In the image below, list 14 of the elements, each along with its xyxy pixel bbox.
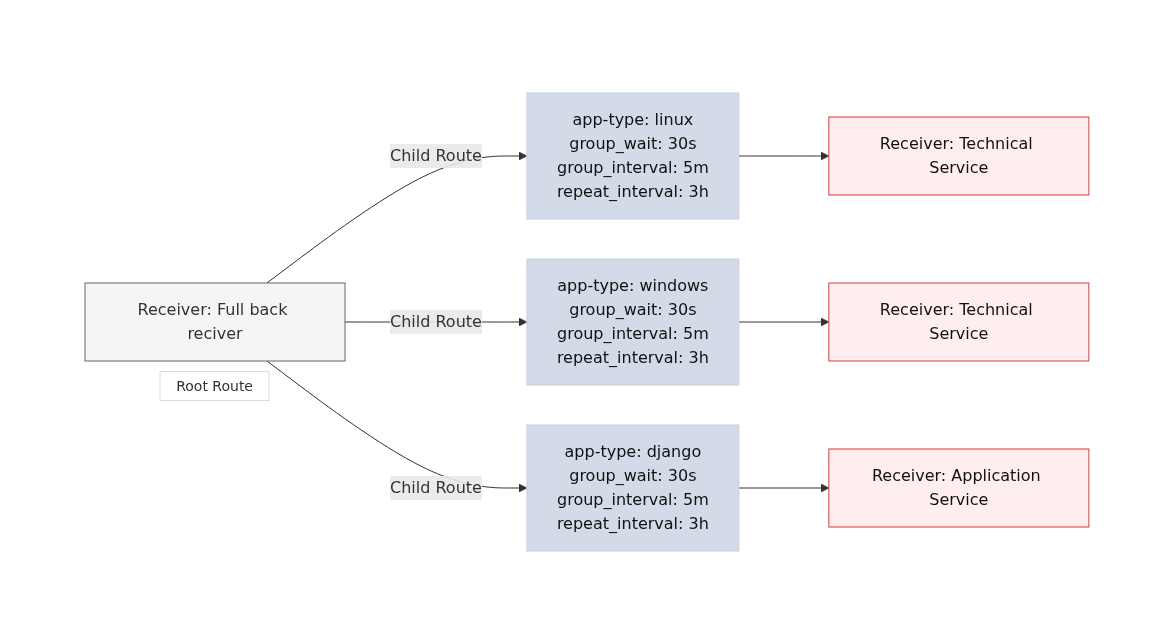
node-box: Receiver: Application Service	[827, 448, 1089, 527]
node-box: app-type: windows group_wait: 30s group_interval: 5m repeat_interval: 3h	[525, 258, 739, 385]
arrow	[737, 483, 829, 492]
node-box: app-type: linux group_wait: 30s group_interval: 5m repeat_interval: 3h	[525, 92, 739, 219]
arrow	[737, 317, 829, 326]
edge-label: Child Route	[389, 145, 482, 165]
node-box: Receiver: Full back reciver	[84, 282, 346, 361]
node-box: Receiver: Technical Service	[827, 116, 1089, 195]
edge-label: Child Route	[389, 311, 482, 331]
node-box: app-type: django group_wait: 30s group_interval: 5m repeat_interval: 3h	[525, 424, 739, 551]
edge-label: Child Route	[389, 477, 482, 497]
node-box: Receiver: Technical Service	[827, 282, 1089, 361]
arrow	[737, 151, 829, 160]
route-tag: Root Route	[159, 370, 270, 401]
